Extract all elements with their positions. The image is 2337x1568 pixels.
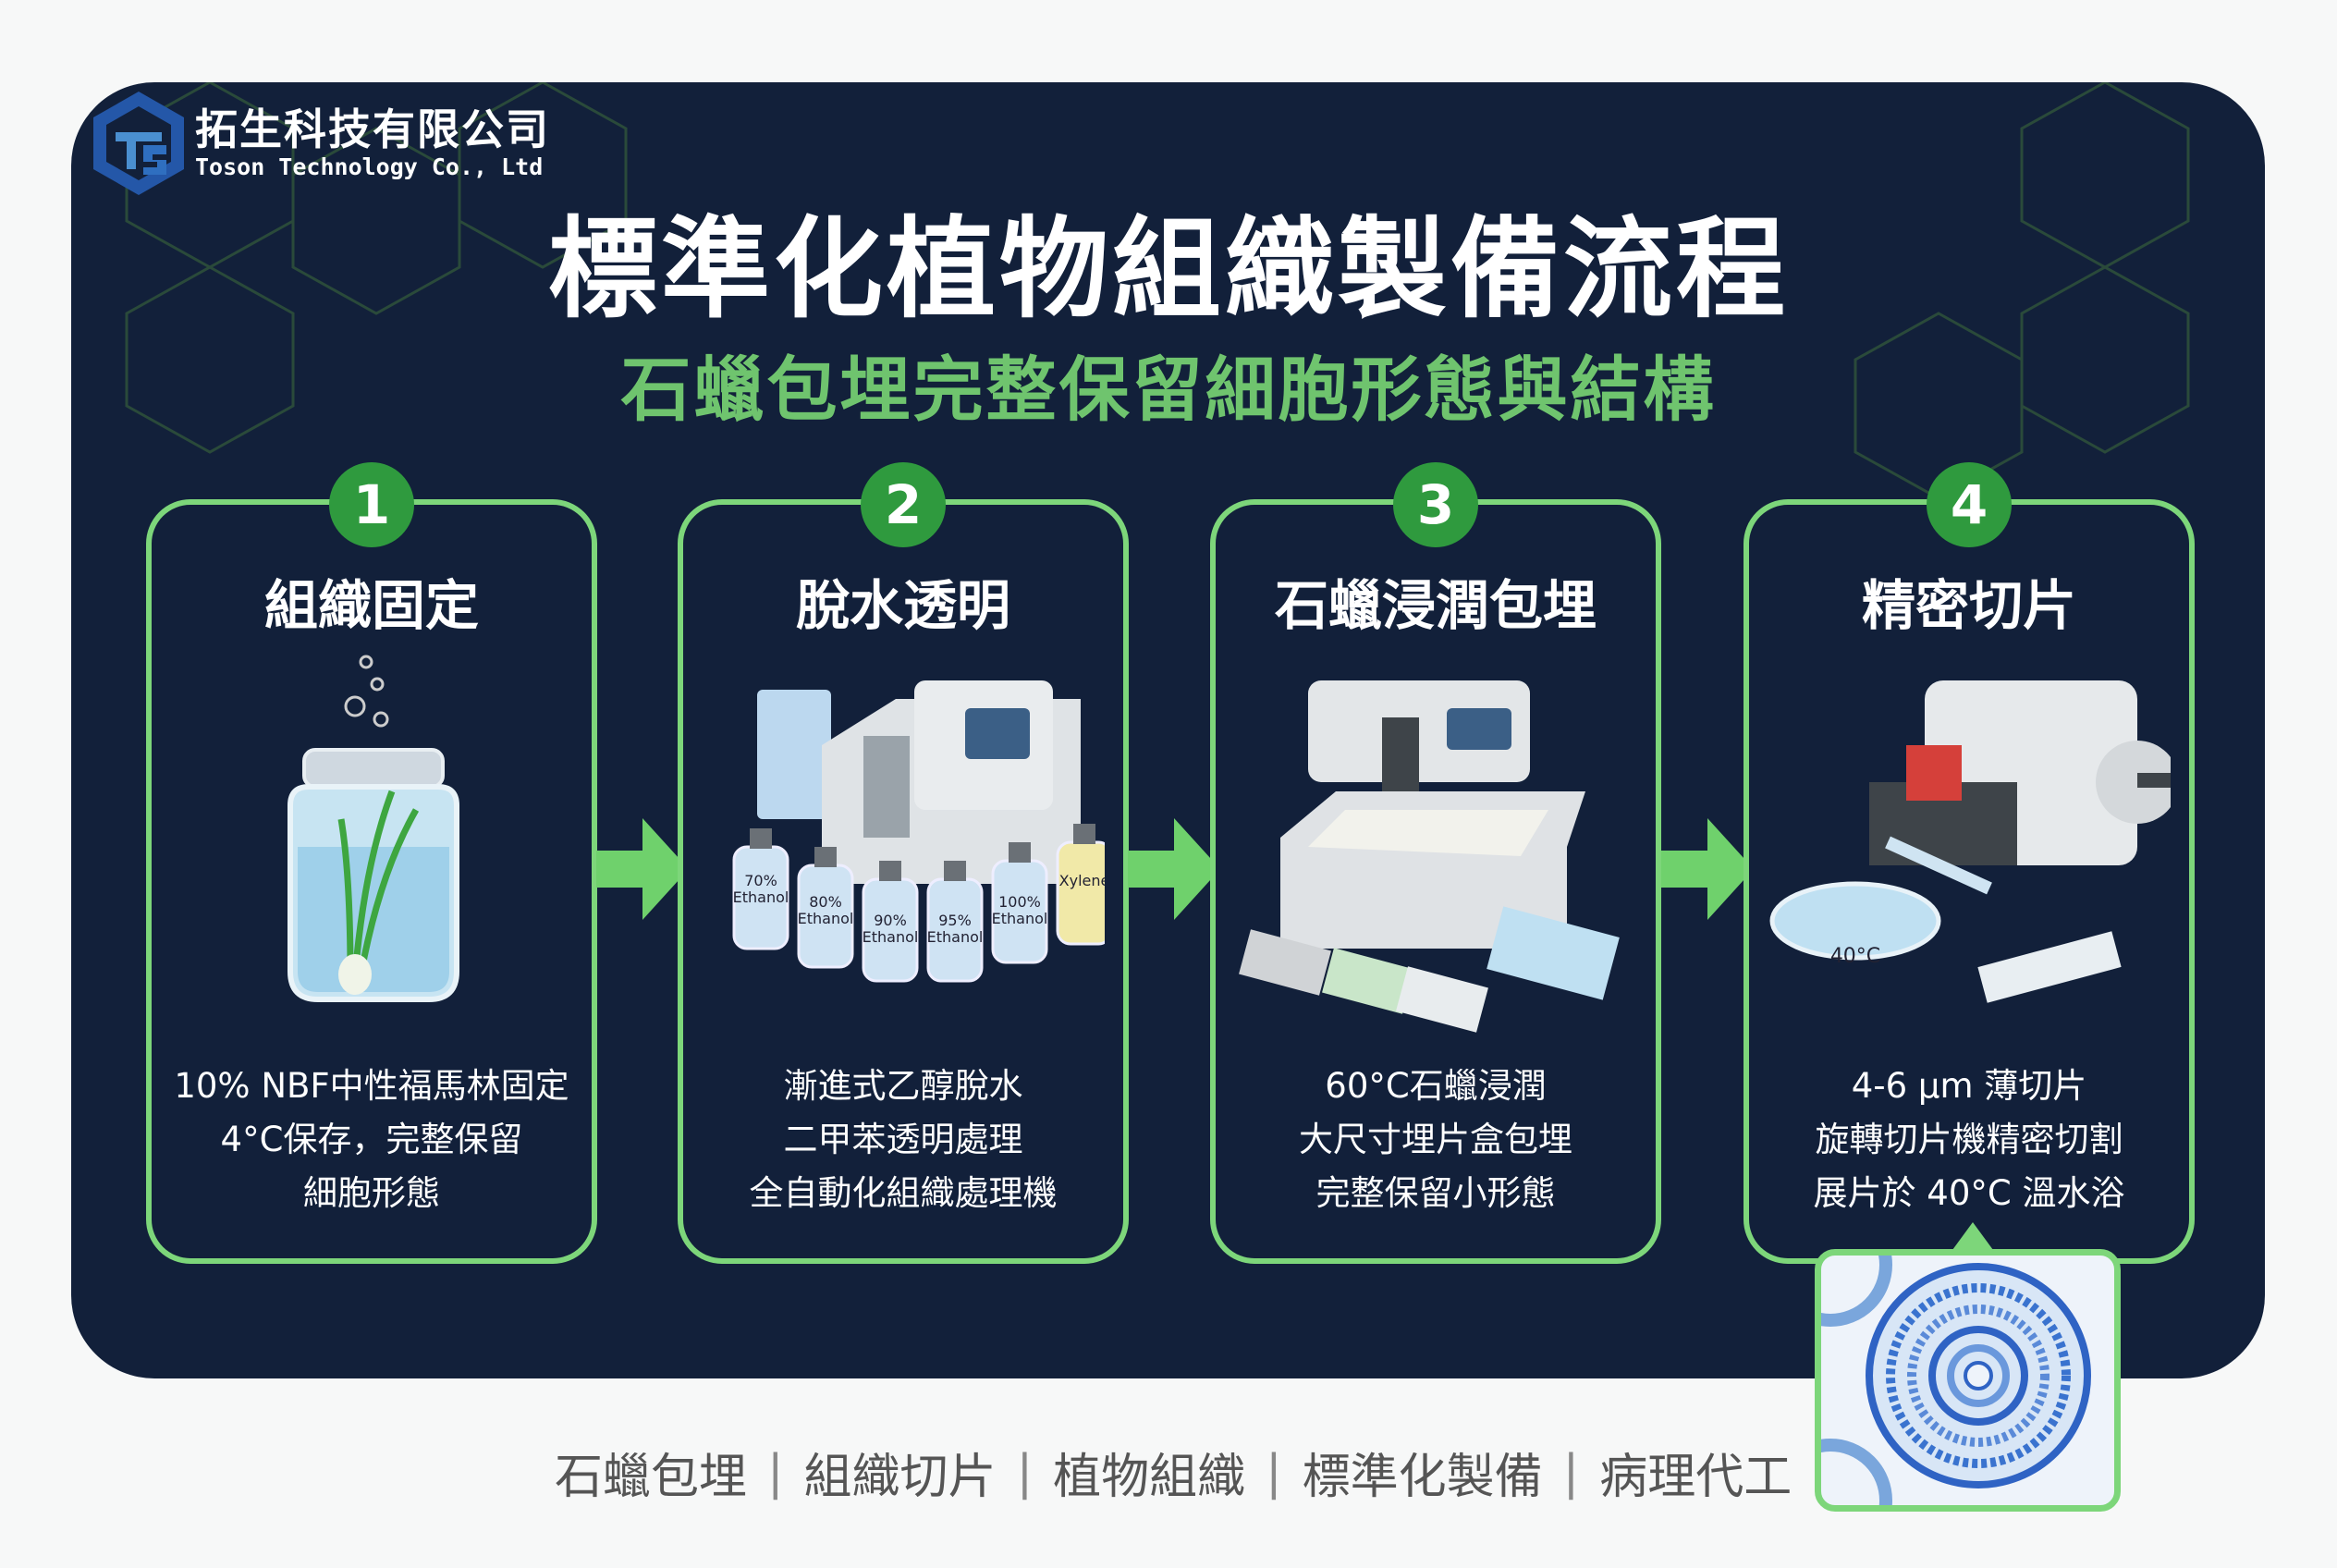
water-bath-label: 40°C [1830, 945, 1880, 968]
desc-line: 大尺寸埋片盒包埋 [1299, 1120, 1572, 1159]
step-number: 4 [1927, 462, 2012, 547]
company-logo: 拓生科技有限公司 Toson Technology Co., Ltd [88, 88, 550, 199]
desc-line: 4°C保存，完整保留 [220, 1120, 523, 1159]
tag: 石蠟包埋 [555, 1450, 748, 1505]
desc-line: 二甲苯透明處理 [783, 1120, 1023, 1159]
page-subtitle: 石蠟包埋完整保留細胞形態與結構 [620, 349, 1717, 431]
stem-cross-section-image [1821, 1256, 2091, 1505]
arrow-right-icon [1661, 818, 1754, 920]
step-title: 脫水透明 [795, 574, 1010, 637]
tag: 病理代工 [1599, 1450, 1793, 1505]
desc-line: 全自動化組織處理機 [749, 1173, 1058, 1213]
step-title: 精密切片 [1861, 574, 2076, 637]
bottle-label: Ethanol [733, 888, 789, 906]
specimen-jar-icon [288, 655, 459, 1002]
arrow-right-icon [596, 818, 689, 920]
bottle-label: Ethanol [927, 928, 984, 946]
bottle-label: 100% [998, 893, 1041, 911]
logo-hexagon-icon [93, 92, 184, 195]
step-number: 1 [329, 462, 414, 547]
desc-line: 展片於 40°C 溫水浴 [1813, 1173, 2125, 1213]
bottle-label: Xylene [1059, 872, 1105, 889]
desc-line: 60°C石蠟浸潤 [1325, 1066, 1547, 1106]
tag-separator: | [767, 1444, 784, 1501]
step-number: 2 [861, 462, 946, 547]
bottle-label: Ethanol [863, 928, 919, 946]
step-description: 漸進式乙醇脫水 二甲苯透明處理 全自動化組織處理機 [683, 1060, 1123, 1220]
step-number: 3 [1393, 462, 1478, 547]
company-name: 拓生科技有限公司 [195, 104, 550, 154]
desc-line: 10% NBF中性福馬林固定 [174, 1066, 569, 1106]
tag-separator: | [1016, 1444, 1034, 1501]
tag: 標準化製備 [1302, 1450, 1543, 1505]
bottle-label: 95% [938, 912, 972, 929]
step-card-dehydration: 2 脫水透明 70%Ethanol 80%Ethanol 90%Ethanol … [678, 462, 1129, 1264]
tag: 組織切片 [803, 1450, 997, 1505]
keyword-tags: 石蠟包埋 | 組織切片 | 植物組織 | 標準化製備 | 病理代工 [555, 1438, 1792, 1507]
inset-pointer [1952, 1222, 1993, 1250]
step-title: 組織固定 [263, 574, 479, 637]
desc-line: 完整保留小形態 [1315, 1173, 1556, 1213]
bottle-label: 90% [874, 912, 907, 929]
microtome-icon: 40°C [1769, 680, 2171, 1003]
tissue-processor-icon: 70%Ethanol 80%Ethanol 90%Ethanol 95%Etha… [732, 680, 1105, 983]
step-card-embedding: 3 石蠟浸潤包埋 60°C石蠟浸潤 大尺寸埋片盒包埋 完整保留小形態 [1210, 462, 1661, 1264]
desc-line: 漸進式乙醇脫水 [783, 1066, 1023, 1106]
desc-line: 4-6 µm 薄切片 [1851, 1066, 2087, 1106]
micrograph-inset [1815, 1249, 2121, 1512]
step-card-fixation: 1 組織固定 10% NBF中性福馬林固定 4°C保存，完整保留 細胞形態 [146, 462, 597, 1264]
arrow-right-icon [1128, 818, 1220, 920]
step-description: 60°C石蠟浸潤 大尺寸埋片盒包埋 完整保留小形態 [1216, 1060, 1656, 1220]
step-card-sectioning: 4 精密切片 40°C 4-6 µm 薄切片 旋轉切片機精密切割 展片於 40°… [1744, 462, 2195, 1264]
bottle-label: 80% [809, 893, 842, 911]
page-title: 標準化植物組織製備流程 [547, 205, 1789, 333]
step-description: 4-6 µm 薄切片 旋轉切片機精密切割 展片於 40°C 溫水浴 [1749, 1060, 2189, 1220]
embedding-station-icon [1239, 680, 1620, 1033]
bottle-label: 70% [744, 872, 777, 889]
step-description: 10% NBF中性福馬林固定 4°C保存，完整保留 細胞形態 [152, 1060, 592, 1220]
desc-line: 旋轉切片機精密切割 [1815, 1120, 2123, 1159]
tag-separator: | [1266, 1444, 1282, 1501]
bottle-label: Ethanol [992, 910, 1048, 927]
desc-line: 細胞形態 [303, 1173, 440, 1213]
tag-separator: | [1562, 1444, 1580, 1501]
step-title: 石蠟浸潤包埋 [1274, 574, 1597, 637]
bottle-label: Ethanol [798, 910, 854, 927]
company-name-english: Toson Technology Co., Ltd [195, 153, 544, 180]
tag: 植物組織 [1053, 1450, 1246, 1505]
